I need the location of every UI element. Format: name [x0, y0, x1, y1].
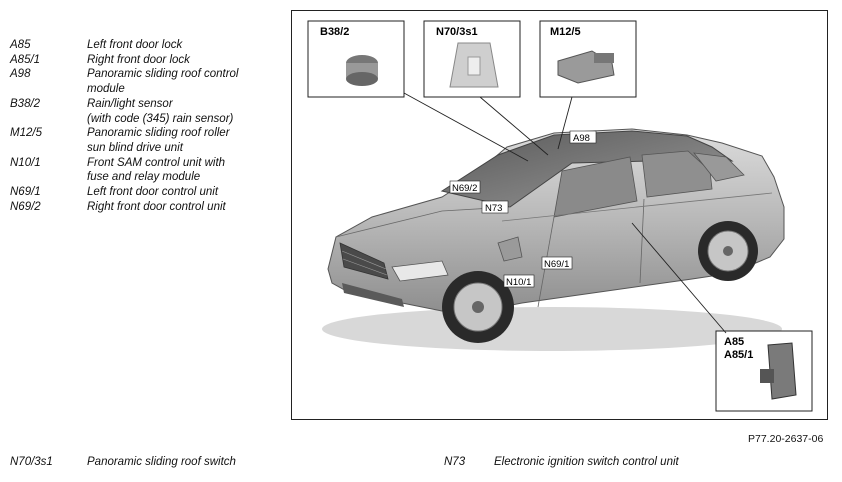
legend-desc: Panoramic sliding roof roller sun blind …	[87, 127, 230, 154]
figure-reference-number: P77.20-2637-06	[748, 433, 824, 445]
inset-label-a85: A85	[724, 336, 744, 348]
legend-desc: Right front door lock	[87, 53, 190, 66]
vehicle-location-diagram: B38/2 N70/3s1 M12/5 A85 A85/1 A98 N69/2	[291, 10, 828, 420]
legend-desc: Rain/light sensor (with code (345) rain …	[87, 97, 234, 125]
svg-text:N69/2: N69/2	[452, 183, 477, 194]
legend-row: M12/5 Panoramic sliding roof roller sun b…	[10, 126, 280, 155]
legend-desc: Panoramic sliding roof switch	[87, 456, 236, 468]
legend-row: A85/1 Right front door lock	[10, 53, 280, 68]
footer-legend-row: N73 Electronic ignition switch control u…	[444, 456, 679, 468]
legend-row: B38/2 Rain/light sensor (with code (345) …	[10, 97, 280, 126]
svg-text:N69/1: N69/1	[544, 259, 569, 270]
legend-desc: Right front door control unit	[87, 200, 226, 213]
callout-n73: N73	[481, 200, 509, 214]
svg-text:A98: A98	[573, 133, 590, 144]
inset-sun-blind-drive: M12/5	[539, 20, 637, 98]
legend-row: N69/2 Right front door control unit	[10, 200, 280, 215]
inset-label-n70-3s1: N70/3s1	[436, 26, 478, 38]
legend-code: N73	[444, 456, 466, 468]
legend-row: A85 Left front door lock	[10, 38, 280, 53]
legend-code: M12/5	[10, 127, 42, 140]
legend-code: B38/2	[10, 97, 41, 110]
legend-desc: Panoramic sliding roof control module	[87, 68, 239, 96]
legend-desc: Left front door lock	[87, 39, 183, 51]
callout-n69-2: N69/2	[449, 180, 481, 194]
inset-label-a85-1: A85/1	[724, 349, 753, 361]
legend-code: N69/1	[10, 186, 41, 199]
legend-row: N69/1 Left front door control unit	[10, 185, 280, 200]
legend-desc: Left front door control unit	[87, 186, 219, 199]
footer-legend-row: N70/3s1 Panoramic sliding roof switch	[10, 456, 236, 468]
legend-code: N70/3s1	[10, 456, 53, 468]
svg-text:N10/1: N10/1	[506, 277, 531, 288]
inset-label-b38-2: B38/2	[320, 26, 349, 38]
legend-desc: Electronic ignition switch control unit	[494, 456, 679, 468]
car-shadow	[322, 307, 782, 351]
car-illustration	[327, 128, 785, 343]
inset-label-m12-5: M12/5	[550, 26, 581, 38]
legend-code: A98	[10, 68, 31, 81]
leader-lines	[403, 92, 727, 334]
legend-code: A85	[10, 39, 31, 51]
legend-row: A98 Panoramic sliding roof control module	[10, 67, 280, 96]
legend-desc: Front SAM control unit with fuse and rel…	[87, 156, 226, 184]
legend-code: N69/2	[10, 200, 41, 213]
legend-row: N10/1 Front SAM control unit with fuse an…	[10, 156, 280, 185]
callout-a98: A98	[569, 130, 597, 144]
callout-n69-1: N69/1	[541, 256, 573, 270]
inset-rain-light-sensor: B38/2	[307, 20, 405, 98]
legend-code: A85/1	[10, 53, 41, 66]
callout-n10-1: N10/1	[503, 274, 535, 288]
legend-code: N10/1	[10, 156, 41, 169]
svg-text:N73: N73	[485, 203, 502, 214]
diagram-canvas: B38/2 N70/3s1 M12/5 A85 A85/1 A98 N69/2	[307, 20, 813, 412]
inset-roof-switch: N70/3s1	[423, 20, 521, 98]
inset-door-locks: A85 A85/1	[715, 330, 813, 412]
